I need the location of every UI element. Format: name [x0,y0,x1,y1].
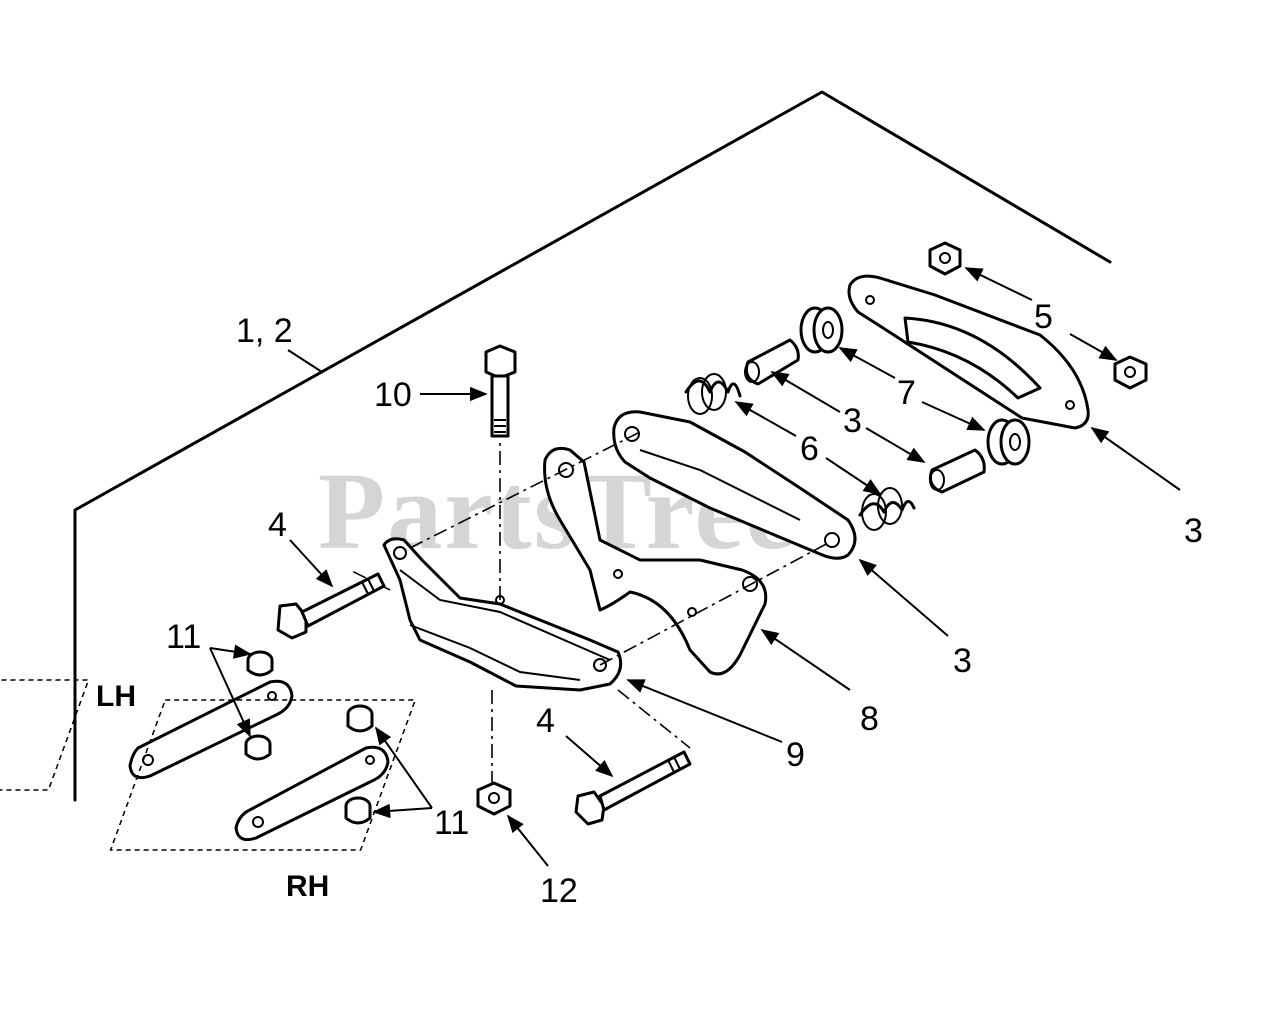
spacer-upper [744,338,800,386]
label-nut-bottom: 12 [540,872,578,910]
label-bracket: 8 [860,700,879,738]
label-washers-lower: 11 [434,804,469,842]
label-right-hand: RH [286,870,329,903]
housing-outline [73,90,1112,802]
rear-plate [847,274,1090,430]
label-nuts-upper: 5 [1034,298,1053,336]
spring-lower [858,487,916,531]
label-bolt-top: 10 [374,376,412,414]
bushing-lower [986,418,1031,466]
spring-upper [684,373,742,415]
label-housing: 1, 2 [236,312,293,350]
nut-upper-2 [1113,355,1148,390]
bushing-upper [799,306,844,354]
link-rh [109,699,417,851]
washer-lh-lower [244,734,272,761]
nut-bottom [476,781,512,816]
label-bolt-bottom: 4 [536,702,555,740]
bracket [543,446,768,676]
label-spacers: 3 [843,402,862,440]
bolt-top [484,344,517,438]
axis-line-1 [409,431,641,549]
axis-line-6 [617,689,691,749]
middle-plate [612,410,857,560]
leader-housing [287,349,323,373]
washer-lh-upper [246,650,274,677]
label-left-hand: LH [96,680,136,713]
label-bolt-left: 4 [268,506,287,544]
washer-rh-lower [344,796,372,825]
washer-rh-upper [346,704,374,733]
bolt-left [276,572,386,640]
label-plate-rear: 3 [1184,512,1203,550]
nut-upper-1 [928,241,962,276]
leaders [209,267,1181,867]
link-lh [0,679,294,791]
spacer-lower [928,448,986,494]
axis-line-2 [599,541,831,666]
label-bushings: 7 [897,374,916,412]
bolt-bottom [574,750,692,826]
label-washers-upper: 11 [166,618,201,656]
label-springs: 6 [800,430,819,468]
label-plate-mid: 3 [953,642,972,680]
label-arm: 9 [786,736,805,774]
arm [382,537,623,692]
